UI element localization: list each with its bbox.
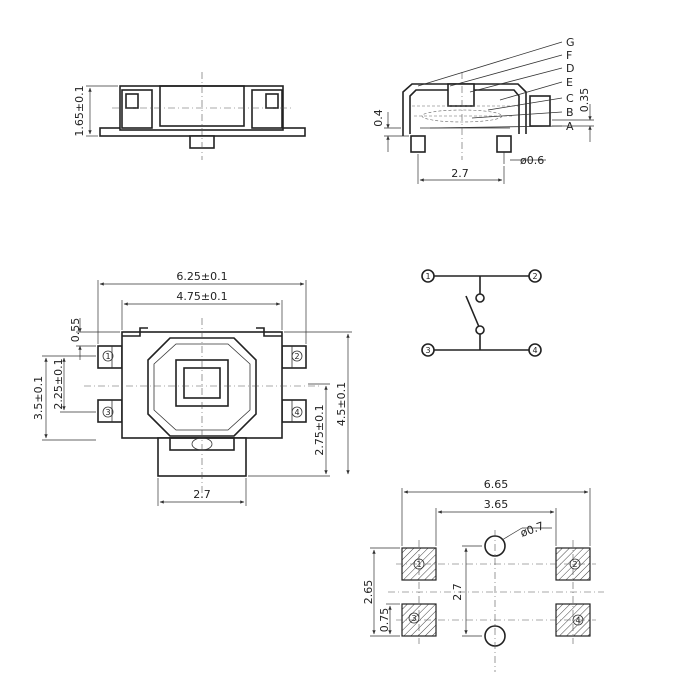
top-dim-45: 4.5±0.1 bbox=[335, 382, 348, 426]
section-view: G F D E C B A 0.4 0.35 ø0.6 2.7 bbox=[372, 36, 594, 184]
pcb-dim-075: 0.75 bbox=[378, 608, 391, 633]
pcb-dim-265: 2.65 bbox=[362, 580, 375, 605]
top-dim-225: 2.25±0.1 bbox=[52, 358, 65, 409]
pcb-pad-2: 2 bbox=[572, 560, 577, 569]
section-letter-b: B bbox=[566, 106, 574, 119]
section-letter-g: G bbox=[566, 36, 575, 49]
section-letter-e: E bbox=[566, 76, 573, 89]
pcb-hole-diameter: ø0.7 bbox=[519, 519, 546, 540]
section-dim-27: 2.7 bbox=[451, 167, 469, 180]
schematic-pin-3: 3 bbox=[425, 346, 430, 355]
section-letter-a: A bbox=[566, 120, 574, 133]
pcb-dim-365: 3.65 bbox=[484, 498, 509, 511]
top-dim-27: 2.7 bbox=[193, 488, 211, 501]
section-pin-diameter: ø0.6 bbox=[520, 154, 544, 167]
circuit-schematic: 1 2 3 4 bbox=[421, 269, 542, 357]
pcb-pad-4: 4 bbox=[575, 616, 580, 625]
section-letter-c: C bbox=[566, 92, 574, 105]
section-letter-f: F bbox=[566, 49, 572, 62]
schematic-pin-1: 1 bbox=[425, 272, 430, 281]
top-pin-3: 3 bbox=[105, 408, 110, 417]
top-dim-35: 3.5±0.1 bbox=[32, 376, 45, 420]
side-view: 1.65±0.1 bbox=[73, 72, 306, 160]
section-dim-04: 0.4 bbox=[372, 109, 385, 127]
schematic-pin-2: 2 bbox=[532, 272, 537, 281]
top-dim-055: 0.55 bbox=[69, 318, 82, 343]
top-pin-1: 1 bbox=[105, 352, 110, 361]
top-dim-inner: 4.75±0.1 bbox=[176, 290, 227, 303]
top-view: 1 3 2 4 6.25±0.1 4.75±0.1 0.55 3.5±0.1 2… bbox=[32, 270, 352, 506]
top-dim-275: 2.75±0.1 bbox=[313, 404, 326, 455]
pcb-dim-665: 6.65 bbox=[484, 478, 509, 491]
pcb-pad-3: 3 bbox=[411, 614, 416, 623]
pcb-pad-1: 1 bbox=[416, 560, 421, 569]
side-height-label: 1.65±0.1 bbox=[73, 85, 86, 136]
section-letter-d: D bbox=[566, 62, 574, 75]
top-dim-width: 6.25±0.1 bbox=[176, 270, 227, 283]
pcb-layout: 1 2 3 4 6.65 3.65 ø0.7 2.65 0.75 2.7 bbox=[362, 478, 604, 672]
section-dim-035: 0.35 bbox=[578, 88, 591, 113]
schematic-pin-4: 4 bbox=[532, 346, 537, 355]
top-pin-2: 2 bbox=[294, 352, 299, 361]
top-pin-4: 4 bbox=[294, 408, 299, 417]
pcb-dim-27: 2.7 bbox=[451, 583, 464, 601]
